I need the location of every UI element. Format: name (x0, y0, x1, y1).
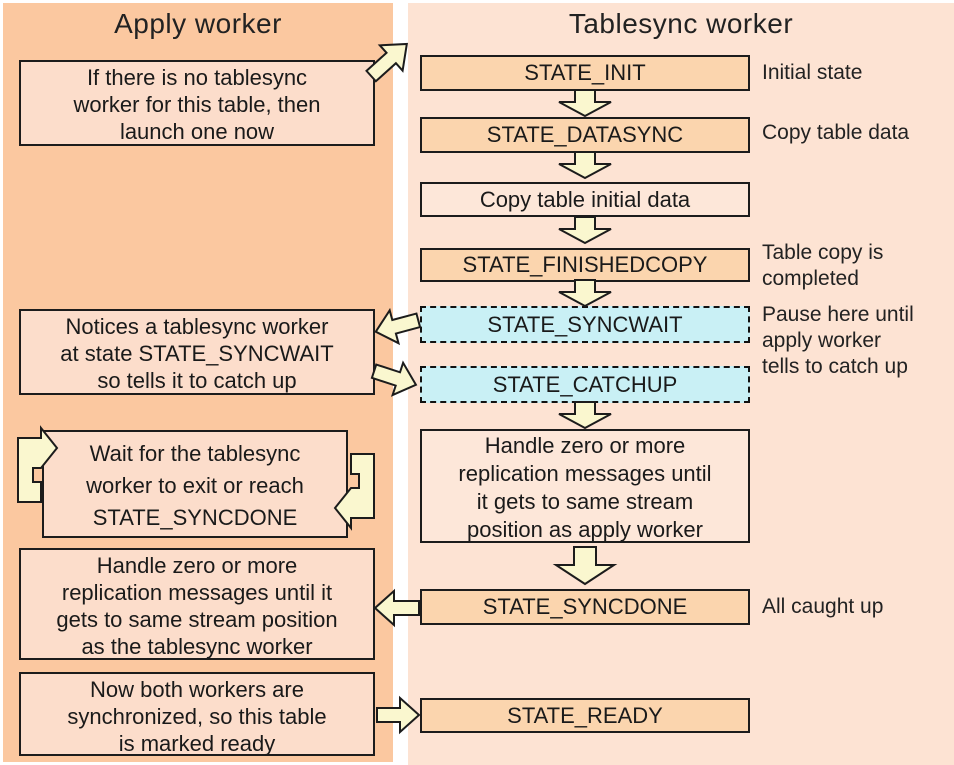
state-label: STATE_READY (507, 702, 663, 728)
annotation-all-caught-up: All caught up (762, 594, 883, 620)
note-line: worker for this table, then (73, 92, 321, 117)
flow-arrow-down-icon (558, 216, 612, 245)
note-line: Handle zero or more (96, 553, 298, 578)
arrow-apply-to-catchup-icon (368, 354, 423, 402)
arrow-syncwait-to-apply-icon (370, 303, 424, 350)
note-line: as the tablesync worker (81, 634, 313, 659)
state-label: STATE_CATCHUP (492, 371, 678, 397)
note-line: is marked ready (118, 731, 276, 756)
note-line: If there is no tablesync (86, 65, 308, 90)
annotation-copy-table-data: Copy table data (762, 120, 909, 146)
note-line: worker to exit or reach (86, 473, 304, 498)
note-line: Notices a tablesync worker (65, 314, 329, 339)
note-line: at state STATE_SYNCWAIT (60, 341, 334, 366)
note-box-launch-tablesync: If there is no tablesync worker for this… (19, 60, 375, 146)
note-line: Wait for the tablesync (89, 441, 301, 466)
state-label: STATE_SYNCDONE (482, 594, 688, 619)
state-label: STATE_FINISHEDCOPY (462, 252, 708, 277)
annotation-line: Table copy is (762, 241, 884, 264)
note-line: replication messages until it (61, 580, 333, 605)
note-box-wait-loop: Wait for the tablesync worker to exit or… (42, 430, 348, 538)
note-line: Now both workers are (90, 677, 304, 702)
note-line: launch one now (119, 119, 275, 144)
note-line: gets to same stream position (56, 607, 338, 632)
apply-worker-title: Apply worker (114, 8, 282, 39)
step-label: Copy table initial data (479, 186, 691, 212)
step-line: Handle zero or more (484, 433, 686, 458)
flow-arrow-down-icon (558, 151, 612, 180)
loop-arrow-left-icon (12, 424, 72, 508)
state-box-finishedcopy: STATE_FINISHEDCOPY (420, 248, 750, 282)
note-box-handle-messages: Handle zero or more replication messages… (19, 548, 375, 660)
annotation-pause-here: Pause here until apply worker tells to c… (762, 302, 914, 380)
annotation-table-copy-completed: Table copy is completed (762, 240, 883, 292)
annotation-line: completed (762, 267, 859, 290)
flow-arrow-down-icon (552, 546, 618, 586)
loop-arrow-right-icon (330, 452, 390, 536)
annotation-line: Initial state (762, 61, 863, 84)
flow-arrow-down-icon (558, 89, 612, 118)
annotation-line: apply worker (762, 329, 882, 352)
note-box-mark-ready: Now both workers are synchronized, so th… (19, 672, 375, 756)
tablesync-worker-title: Tablesync worker (568, 8, 794, 39)
state-box-syncwait: STATE_SYNCWAIT (420, 306, 750, 343)
arrow-apply-to-ready-icon (376, 695, 421, 735)
arrow-syncdone-to-apply-icon (373, 588, 420, 628)
note-line: STATE_SYNCDONE (92, 505, 298, 530)
note-line: synchronized, so this table (67, 704, 327, 729)
step-line: position as apply worker (466, 517, 703, 542)
annotation-line: Pause here until (762, 303, 914, 326)
state-box-init: STATE_INIT (420, 55, 750, 91)
step-line: it gets to same stream (476, 489, 694, 514)
arrow-launch-tablesync-icon (358, 30, 419, 90)
state-box-catchup: STATE_CATCHUP (420, 366, 750, 403)
state-box-ready: STATE_READY (420, 698, 750, 733)
step-line: replication messages until (458, 461, 712, 486)
state-box-syncdone: STATE_SYNCDONE (420, 589, 750, 625)
annotation-initial-state: Initial state (762, 60, 862, 86)
state-label: STATE_DATASYNC (486, 122, 684, 147)
note-line: so tells it to catch up (97, 368, 297, 393)
state-label: STATE_SYNCWAIT (487, 311, 683, 337)
step-box-copy-initial-data: Copy table initial data (420, 182, 750, 217)
state-label: STATE_INIT (524, 60, 646, 85)
flow-arrow-down-icon (558, 279, 612, 308)
flow-arrow-down-icon (558, 401, 612, 430)
annotation-line: All caught up (762, 595, 884, 618)
state-box-datasync: STATE_DATASYNC (420, 117, 750, 153)
note-box-notices-syncwait: Notices a tablesync worker at state STAT… (19, 309, 375, 395)
step-box-handle-messages: Handle zero or more replication messages… (420, 429, 750, 543)
annotation-line: Copy table data (762, 121, 910, 144)
annotation-line: tells to catch up (762, 355, 908, 378)
